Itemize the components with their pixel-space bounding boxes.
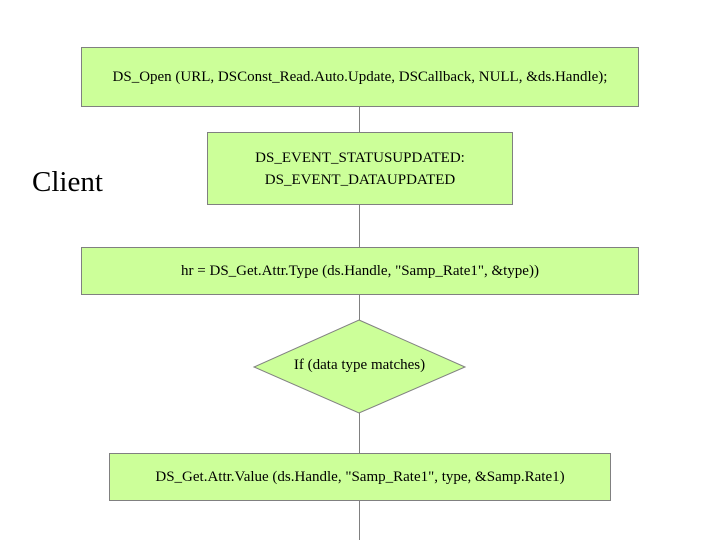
event-status-updated: DS_EVENT_STATUSUPDATED:	[255, 149, 465, 166]
get-attr-value-text: DS_Get.Attr.Value (ds.Handle, "Samp_Rate…	[155, 469, 565, 485]
event-box: DS_EVENT_STATUSUPDATED: DS_EVENT_DATAUPD…	[207, 132, 513, 205]
decision-text: If (data type matches)	[293, 357, 426, 373]
connector-events-gettype	[359, 204, 360, 248]
connector-getvalue-exit	[359, 500, 360, 540]
connector-open-events	[359, 106, 360, 133]
event-data-updated: DS_EVENT_DATAUPDATED	[264, 171, 456, 188]
ds-open-box: DS_Open (URL, DSConst_Read.Auto.Update, …	[81, 47, 639, 107]
get-attr-type-box: hr = DS_Get.Attr.Type (ds.Handle, "Samp_…	[81, 247, 639, 295]
connector-condition-getvalue	[359, 412, 360, 454]
connector-gettype-condition	[359, 294, 360, 320]
client-label: Client	[32, 166, 103, 198]
get-attr-value-box: DS_Get.Attr.Value (ds.Handle, "Samp_Rate…	[109, 453, 611, 501]
get-attr-type-text: hr = DS_Get.Attr.Type (ds.Handle, "Samp_…	[181, 263, 539, 279]
ds-open-text: DS_Open (URL, DSConst_Read.Auto.Update, …	[112, 69, 608, 85]
